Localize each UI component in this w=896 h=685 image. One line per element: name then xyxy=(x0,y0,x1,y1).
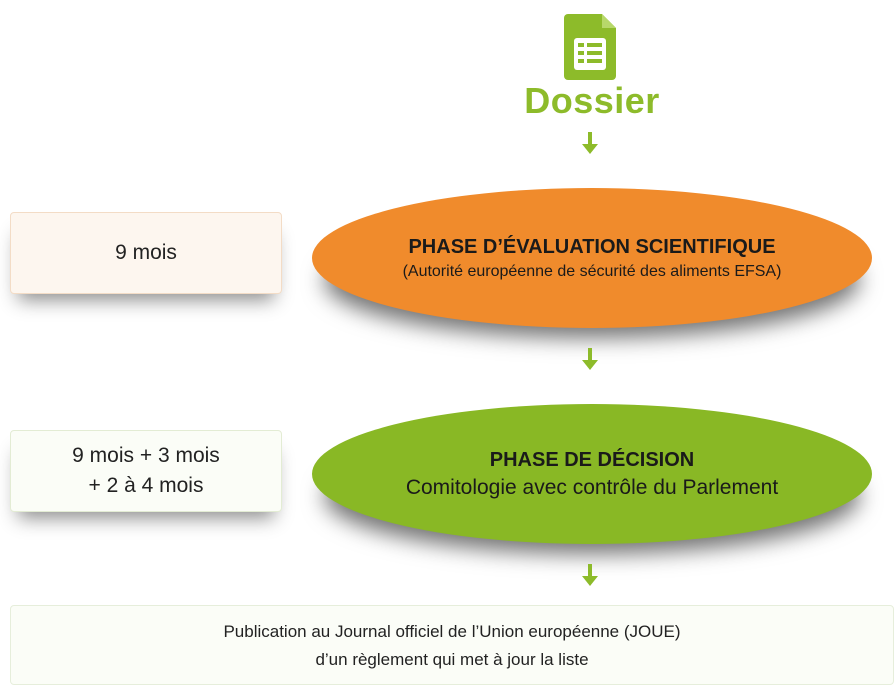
decision-duration-line2: + 2 à 4 mois xyxy=(88,474,204,497)
decision-phase-ellipse: PHASE DE DÉCISION Comitologie avec contr… xyxy=(312,404,872,544)
evaluation-duration-box: 9 mois xyxy=(10,212,282,294)
evaluation-phase-ellipse: PHASE D’ÉVALUATION SCIENTIFIQUE (Autorit… xyxy=(312,188,872,328)
publication-line2: d’un règlement qui met à jour la liste xyxy=(315,650,589,669)
evaluation-duration: 9 mois xyxy=(115,241,177,264)
publication-box: Publication au Journal officiel de l’Uni… xyxy=(10,605,894,685)
decision-duration-line1: 9 mois + 3 mois xyxy=(72,444,220,467)
evaluation-phase-subtitle: (Autorité européenne de sécurité des ali… xyxy=(402,262,782,280)
down-arrow-icon xyxy=(580,130,600,158)
dossier-title: Dossier xyxy=(524,80,660,121)
document-icon xyxy=(562,10,622,82)
publication-line1: Publication au Journal officiel de l’Uni… xyxy=(223,622,681,641)
down-arrow-icon xyxy=(580,346,600,374)
decision-phase-subtitle: Comitologie avec contrôle du Parlement xyxy=(405,475,779,499)
down-arrow-icon xyxy=(580,562,600,590)
decision-duration-box: 9 mois + 3 mois + 2 à 4 mois xyxy=(10,430,282,512)
decision-phase-title: PHASE DE DÉCISION xyxy=(489,448,695,471)
evaluation-phase-title: PHASE D’ÉVALUATION SCIENTIFIQUE xyxy=(408,235,776,258)
